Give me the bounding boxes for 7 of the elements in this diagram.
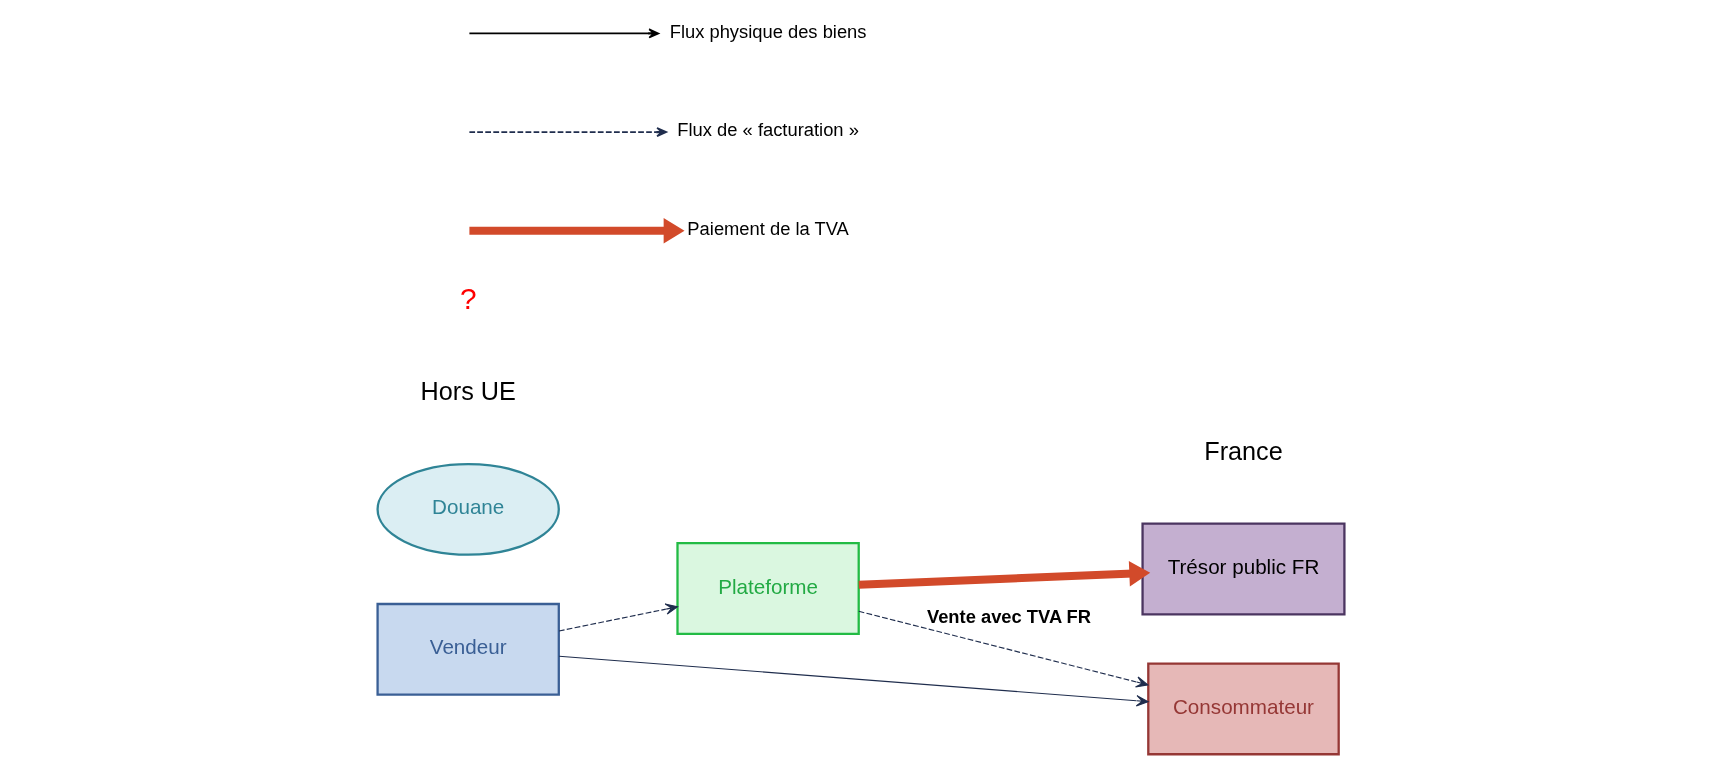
label: ?	[459, 282, 476, 316]
legend-label: Flux physique des biens	[669, 20, 867, 42]
label: France	[1203, 436, 1283, 465]
edge-label: Vente avec TVA FR	[926, 605, 1091, 627]
legend-label: Paiement de la TVA	[686, 218, 849, 240]
label: Hors UE	[420, 376, 516, 405]
legend-label: Flux de « facturation »	[676, 119, 859, 141]
